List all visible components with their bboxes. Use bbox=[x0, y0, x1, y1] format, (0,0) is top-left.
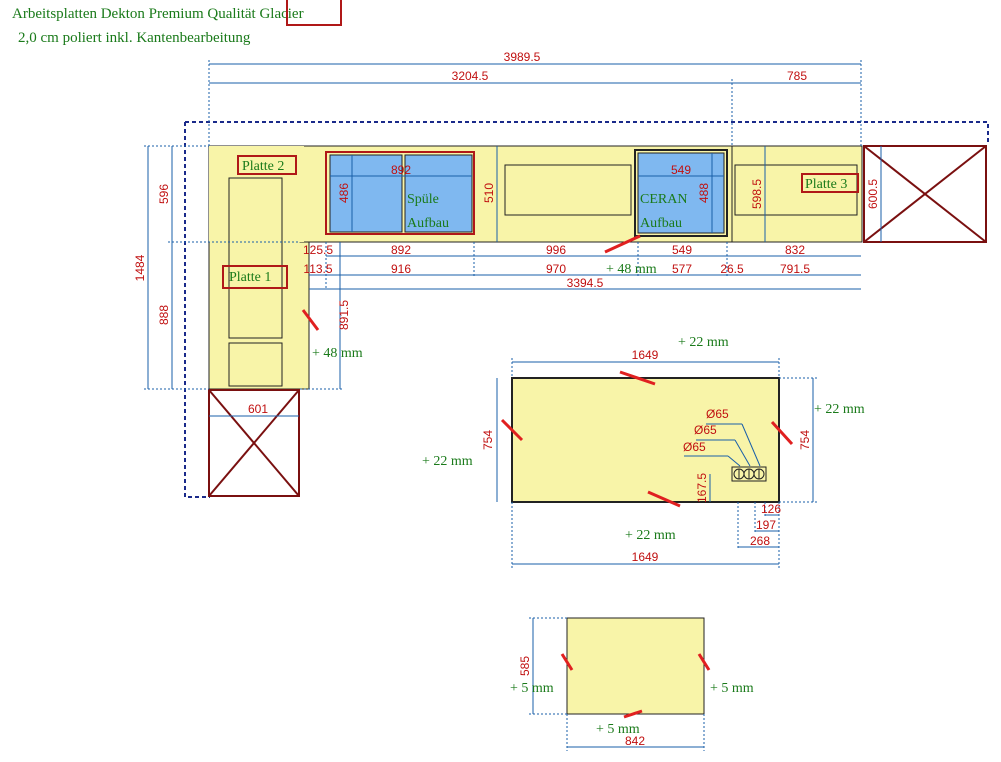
dim-r1-d: 549 bbox=[672, 243, 692, 257]
island-slab bbox=[511, 377, 780, 503]
dim-268: 268 bbox=[750, 534, 770, 548]
dim-total-width: 3989.5 bbox=[504, 50, 541, 64]
cabinet-left-1 bbox=[228, 177, 283, 339]
dim-167: 167.5 bbox=[695, 473, 709, 503]
platte-2-label-box bbox=[237, 155, 297, 175]
edge-mark-island-right bbox=[770, 420, 794, 446]
edge-mark-island-top bbox=[619, 370, 656, 386]
note-plus48-left: + 48 mm bbox=[312, 346, 363, 361]
dim-island-width-bottom: 1649 bbox=[632, 550, 659, 564]
note-plus48-top: + 48 mm bbox=[606, 262, 657, 277]
ceran-label-2: Aufbau bbox=[640, 216, 682, 231]
dim-leg-891: 891.5 bbox=[337, 300, 351, 330]
ceran-surface bbox=[637, 152, 725, 234]
header-title: Arbeitsplatten Dekton Premium Qualität G… bbox=[12, 6, 304, 22]
platte-3-slab bbox=[731, 145, 863, 243]
sink-outer bbox=[325, 151, 475, 235]
dim-510: 510 bbox=[482, 183, 496, 203]
edge-mark-island-left bbox=[500, 418, 524, 442]
dim-small-width: 842 bbox=[625, 734, 645, 748]
note-island-left: + 22 mm bbox=[422, 454, 473, 469]
note-small-right: + 5 mm bbox=[710, 681, 754, 696]
platte-3-label-box bbox=[801, 173, 859, 193]
dim-126: 126 bbox=[761, 502, 781, 516]
header-subtitle: 2,0 cm poliert inkl. Kantenbearbeitung bbox=[18, 30, 251, 46]
dim-197: 197 bbox=[756, 518, 776, 532]
dim-depth-total: 1484 bbox=[133, 254, 147, 281]
dim-r3: 3394.5 bbox=[567, 276, 604, 290]
dim-r2-b: 916 bbox=[391, 262, 411, 276]
edge-mark-small-right bbox=[697, 653, 711, 671]
dim-ceran-height: 488 bbox=[697, 183, 711, 203]
dim-depth-596: 596 bbox=[157, 184, 171, 204]
ceran-outer bbox=[634, 149, 728, 237]
platte-2-label: Platte 2 bbox=[242, 159, 284, 174]
dim-island-height-left: 754 bbox=[481, 430, 495, 450]
dim-sink-width: 892 bbox=[391, 163, 411, 177]
sink-label-1: Spüle bbox=[407, 192, 439, 207]
platte-2-left-part bbox=[209, 146, 304, 242]
dim-island-height-right: 754 bbox=[798, 430, 812, 450]
note-island-bottom: + 22 mm bbox=[625, 528, 676, 543]
dim-p3-depth: 598.5 bbox=[750, 179, 764, 209]
drawing-header: Arbeitsplatten Dekton Premium Qualität G… bbox=[12, 2, 304, 50]
hole-label-2: Ø65 bbox=[694, 423, 717, 437]
edge-mark-island-bottom bbox=[647, 490, 681, 508]
dim-depth-888: 888 bbox=[157, 305, 171, 325]
dim-width-left: 3204.5 bbox=[452, 69, 489, 83]
dim-r1-c: 996 bbox=[546, 243, 566, 257]
dim-small-height: 585 bbox=[518, 656, 532, 676]
platte-1-label-box bbox=[222, 265, 288, 289]
dim-sink-height: 486 bbox=[337, 183, 351, 203]
note-small-left: + 5 mm bbox=[510, 681, 554, 696]
dim-leg-601: 601 bbox=[248, 402, 268, 416]
cabinet-top-mid bbox=[504, 164, 632, 216]
note-island-right: + 22 mm bbox=[814, 402, 865, 417]
small-slab bbox=[566, 617, 705, 715]
crossed-box-right bbox=[863, 145, 987, 243]
hole-label-3: Ø65 bbox=[683, 440, 706, 454]
platte-1-label: Platte 1 bbox=[229, 270, 271, 285]
hole-label-1: Ø65 bbox=[706, 407, 729, 421]
note-island-top: + 22 mm bbox=[678, 335, 729, 350]
dim-p3-depth2: 600.5 bbox=[866, 179, 880, 209]
dim-r2-c: 970 bbox=[546, 262, 566, 276]
crossed-box-bottom bbox=[208, 389, 300, 497]
dim-r2-e: 26.5 bbox=[720, 262, 744, 276]
sink-basin-1 bbox=[329, 154, 403, 233]
edge-mark-left bbox=[301, 309, 320, 331]
platte-3-label: Platte 3 bbox=[805, 177, 847, 192]
sink-label-2: Aufbau bbox=[407, 216, 449, 231]
edge-mark-small-bottom bbox=[623, 709, 643, 719]
outline-dashed bbox=[184, 121, 989, 498]
dim-r1-e: 832 bbox=[785, 243, 805, 257]
edge-mark-top bbox=[604, 234, 641, 254]
edge-mark-small-left bbox=[560, 653, 574, 671]
dim-r2-f: 791.5 bbox=[780, 262, 810, 276]
note-small-bottom: + 5 mm bbox=[596, 722, 640, 737]
dim-r2-a: 113.5 bbox=[303, 262, 332, 276]
hole-group bbox=[731, 466, 767, 482]
cabinet-left-2 bbox=[228, 342, 283, 387]
dim-r1-a: 125.5 bbox=[303, 243, 333, 257]
dim-ceran-width: 549 bbox=[671, 163, 691, 177]
sink-basin-2 bbox=[404, 154, 473, 233]
dim-r2-d: 577 bbox=[672, 262, 692, 276]
header-red-box bbox=[286, 0, 342, 26]
dim-width-right: 785 bbox=[787, 69, 807, 83]
dim-r1-b: 892 bbox=[391, 243, 411, 257]
dim-island-width-top: 1649 bbox=[632, 348, 659, 362]
ceran-label-1: CERAN bbox=[640, 192, 687, 207]
